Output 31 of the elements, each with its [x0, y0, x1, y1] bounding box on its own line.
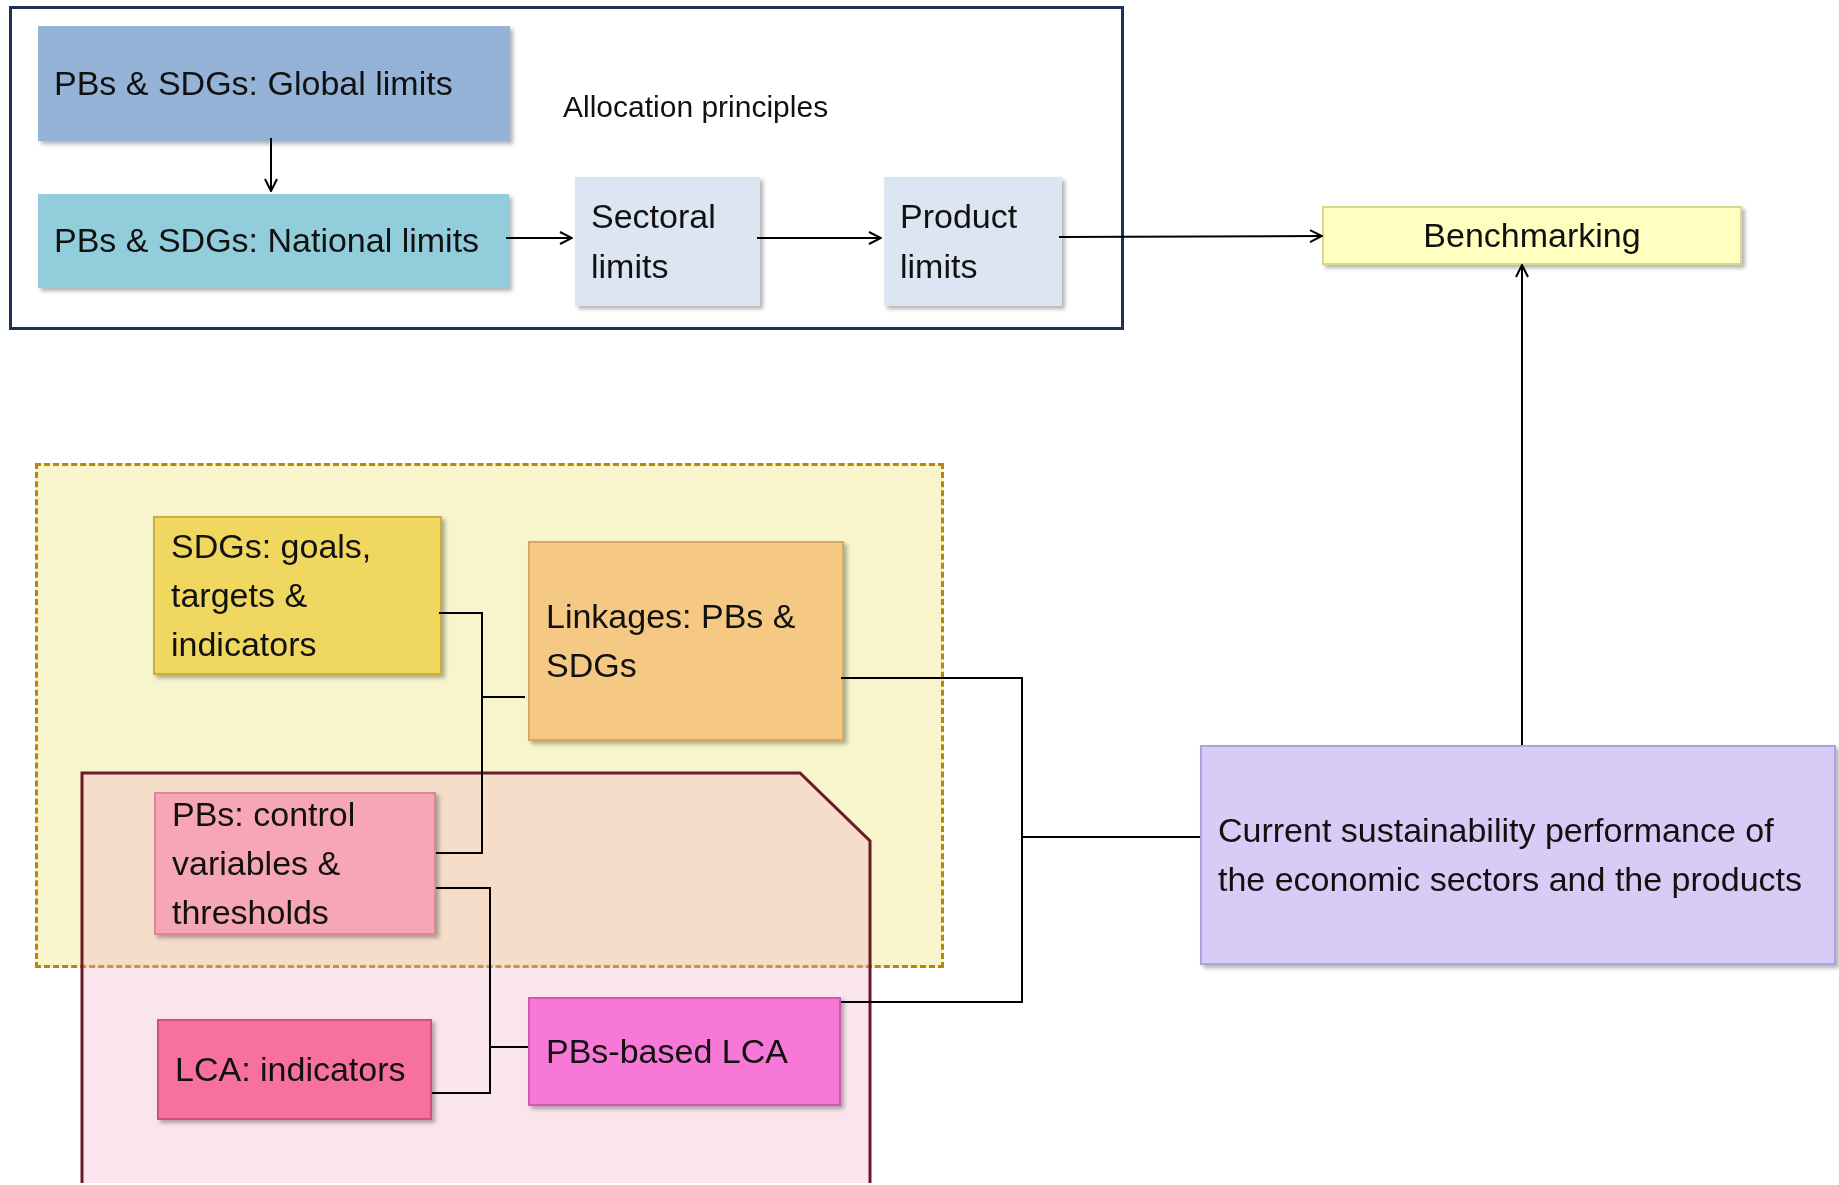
node-label: Benchmarking: [1423, 214, 1641, 256]
process-box: [528, 997, 841, 1106]
process-box: [38, 26, 510, 141]
connector: [264, 137, 278, 192]
node-label: LCA: indicators: [175, 1048, 406, 1090]
node-label: Product limits: [900, 196, 1019, 287]
process-box: [154, 792, 436, 935]
node-label: PBs-based LCA: [546, 1030, 788, 1072]
connector: [431, 1046, 529, 1094]
node-label: Sectoral limits: [591, 196, 717, 287]
process-box: [528, 541, 844, 741]
connector: [1058, 229, 1323, 244]
process-box: [884, 177, 1062, 306]
connector: [1515, 264, 1529, 746]
connector: [505, 231, 573, 245]
connector: [756, 231, 882, 245]
node-label: PBs: control variables & thresholds: [172, 793, 357, 934]
process-box: [153, 516, 442, 675]
process-box: [575, 177, 760, 306]
group-area: [35, 463, 944, 968]
annotation-text: Allocation principles: [563, 90, 829, 124]
node-label: SDGs: goals, targets & indicators: [171, 525, 373, 666]
process-box: [1322, 206, 1742, 265]
node-label: PBs & SDGs: Global limits: [54, 62, 453, 104]
process-box: [1200, 745, 1836, 965]
group-frame: [9, 6, 1124, 330]
node-label: Current sustainability performance of the economic sectors and the products: [1218, 809, 1803, 900]
node-label: Linkages: PBs & SDGs: [546, 595, 797, 686]
process-box: [157, 1019, 432, 1120]
process-box: [38, 194, 509, 288]
node-label: PBs & SDGs: National limits: [54, 220, 480, 262]
